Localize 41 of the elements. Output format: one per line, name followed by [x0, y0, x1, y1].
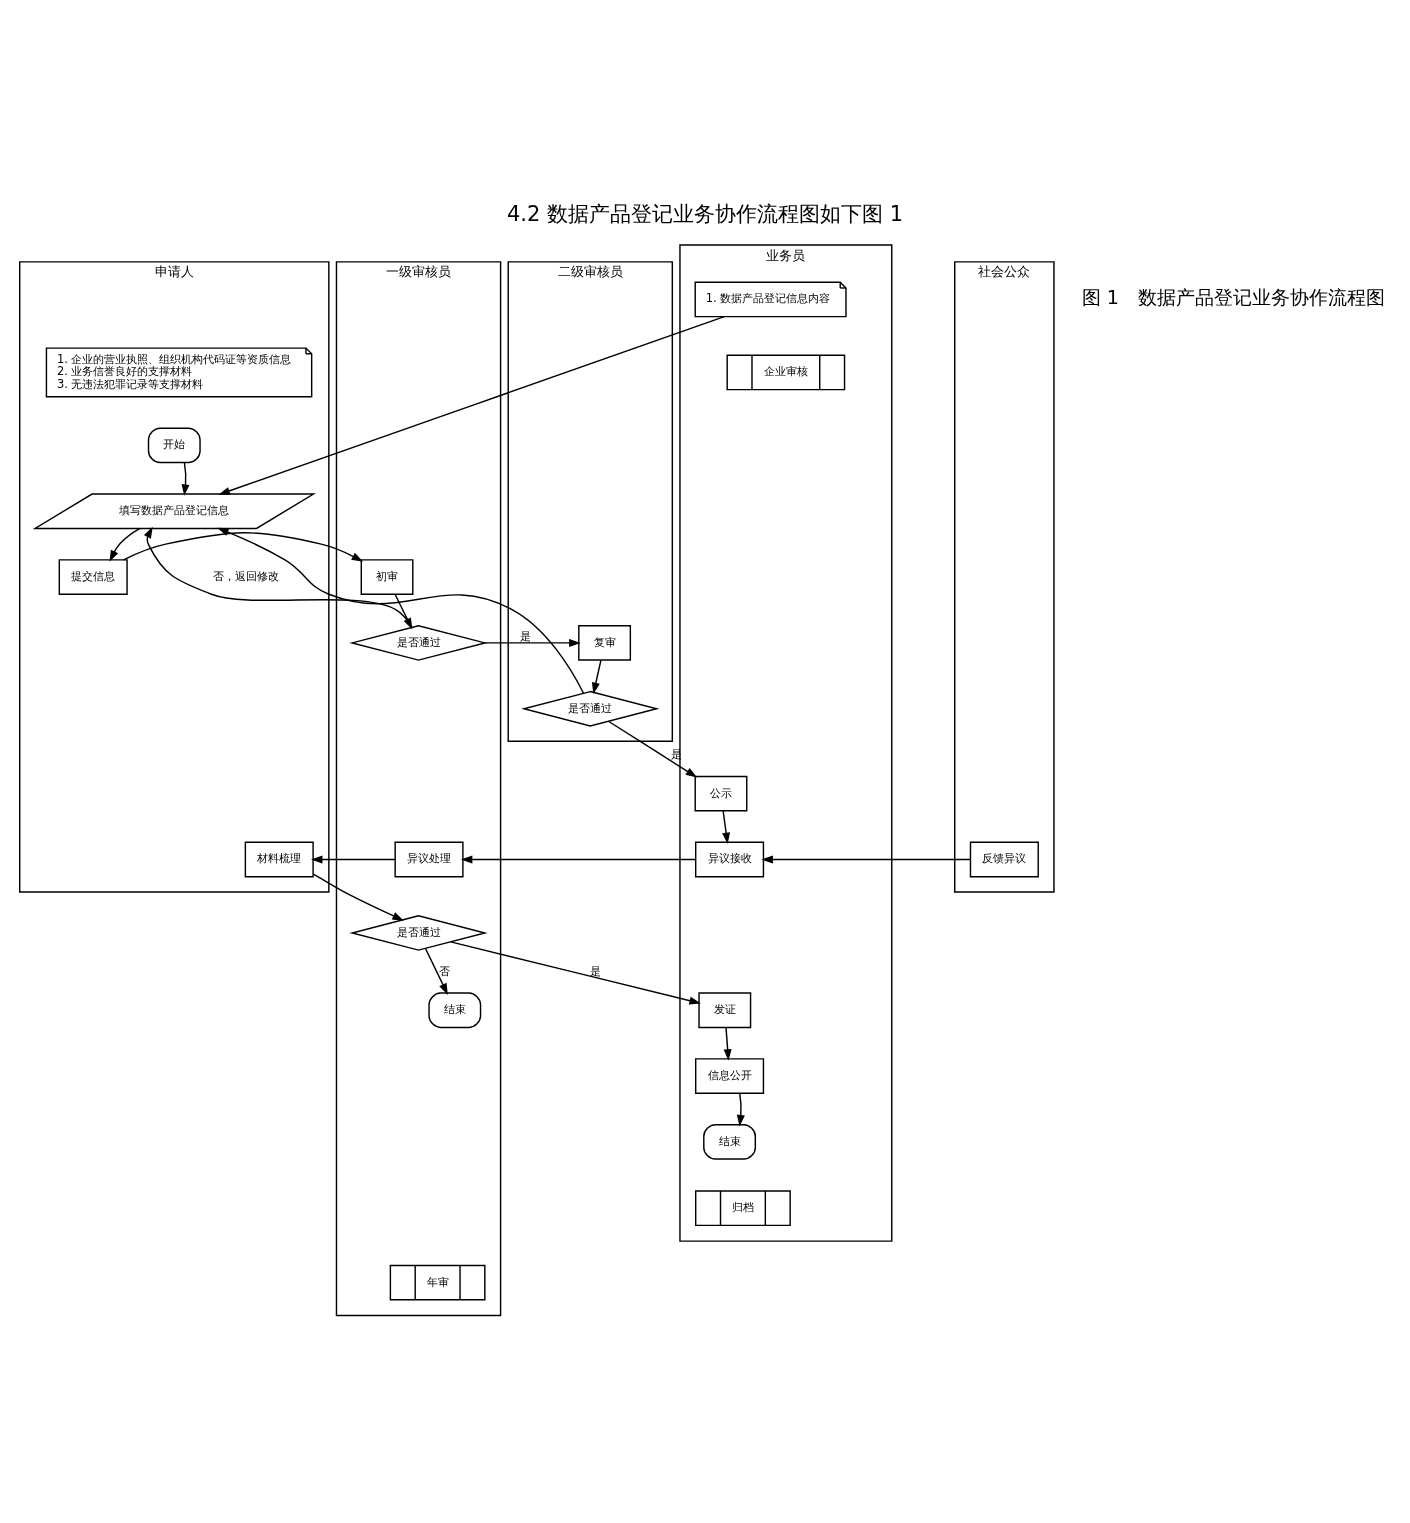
edge-label: 否，返回修改 — [213, 568, 280, 583]
node-box: 异议处理 — [394, 841, 464, 877]
node-diamond: 是否通过 — [349, 914, 488, 951]
node-box: 公示 — [694, 775, 748, 812]
arrow — [311, 854, 396, 863]
arrow — [394, 593, 413, 629]
arrow — [460, 854, 697, 863]
node-box: 异议接收 — [695, 841, 765, 877]
arrow — [143, 526, 413, 628]
edge-label: 否 — [439, 963, 451, 978]
arrow — [122, 531, 364, 562]
node-box: 反馈异议 — [969, 841, 1039, 877]
node-box: 复审 — [578, 624, 632, 661]
arrow — [217, 527, 585, 694]
node-box: 发证 — [698, 991, 752, 1028]
caption: 图 1 数据产品登记业务协作流程图 — [1081, 285, 1385, 308]
arrow — [722, 809, 731, 844]
arrow — [484, 638, 581, 647]
node-diamond: 是否通过 — [521, 690, 660, 727]
node-box: 提交信息 — [58, 558, 128, 595]
node-box: 开始 — [147, 427, 201, 463]
arrow — [450, 940, 701, 1005]
node-box: 初审 — [360, 558, 414, 595]
arrow — [424, 947, 448, 995]
diagram-title: 4.2 数据产品登记业务协作流程图如下图 1 — [506, 201, 904, 226]
node-box: 结束 — [428, 991, 482, 1028]
edge-label: 是 — [590, 963, 602, 978]
arrow — [736, 1092, 745, 1126]
arrow — [312, 872, 404, 921]
arrow — [218, 315, 725, 495]
arrow — [591, 659, 602, 694]
arrow — [181, 461, 190, 496]
node-box: 信息公开 — [695, 1057, 765, 1094]
arrow — [761, 854, 971, 863]
arrow — [109, 527, 141, 562]
arrow — [607, 720, 698, 778]
node-diamond: 是否通过 — [349, 624, 488, 661]
node-box: 材料梳理 — [244, 841, 314, 877]
arrow — [723, 1026, 732, 1061]
edge-label: 是 — [520, 628, 532, 643]
node-box: 结束 — [703, 1123, 757, 1160]
